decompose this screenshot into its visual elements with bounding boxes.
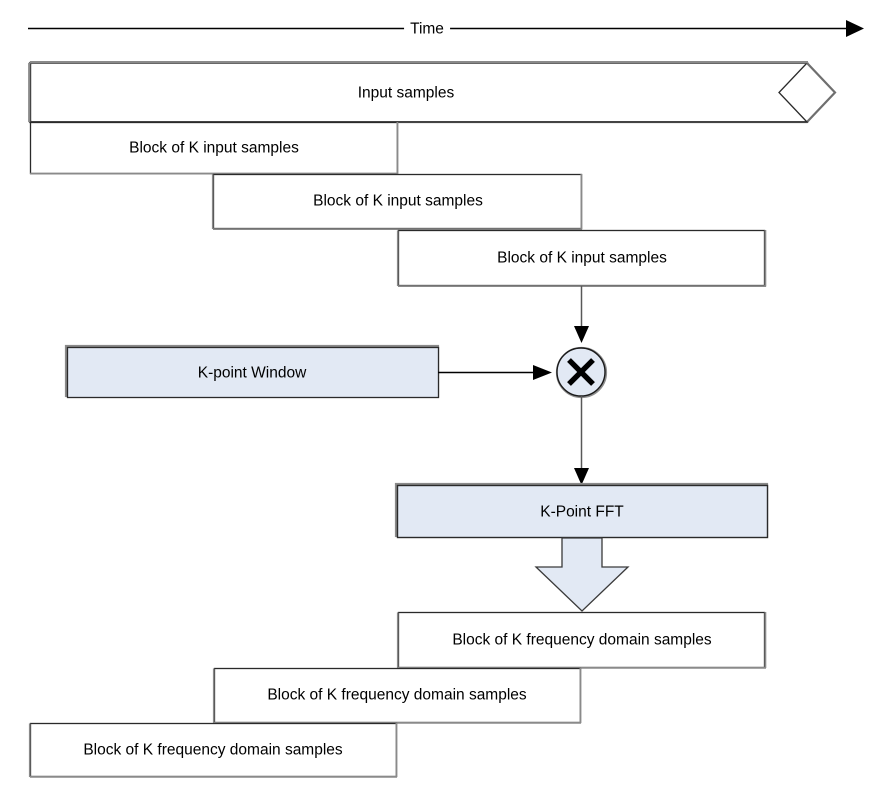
output-block-2-shape bbox=[212, 667, 582, 724]
input-block-3-label: Block of K input samples bbox=[497, 249, 667, 267]
output-block-3-label: Block of K frequency domain samples bbox=[83, 741, 343, 759]
edge-block3-to-multiplier bbox=[574, 286, 589, 343]
fft-box-label: K-Point FFT bbox=[540, 503, 624, 521]
output-block-3-shape bbox=[28, 722, 398, 778]
fft-box-shape bbox=[394, 482, 769, 539]
time-axis-label: Time bbox=[404, 21, 450, 37]
input-stream-shape bbox=[28, 61, 837, 124]
input-block-2-label: Block of K input samples bbox=[313, 192, 483, 210]
output-block-1-label: Block of K frequency domain samples bbox=[452, 631, 712, 649]
window-box-rect bbox=[66, 346, 440, 399]
multiplier-node-shape bbox=[555, 346, 608, 399]
edge-fft-to-output-block-arrow bbox=[534, 537, 630, 612]
fft-box-rect bbox=[396, 484, 769, 539]
multiply-icon-stroke-b bbox=[567, 358, 595, 386]
output-block-3-rect bbox=[29, 722, 398, 778]
input-block-3-rect bbox=[397, 229, 766, 287]
output-block-1-rect bbox=[397, 611, 766, 669]
edge-multiplier-arrow-icon bbox=[574, 468, 589, 485]
edge-window-to-multiplier bbox=[438, 365, 552, 380]
input-block-1-label: Block of K input samples bbox=[129, 139, 299, 157]
time-axis-arrow-icon bbox=[846, 20, 864, 37]
output-block-2-label: Block of K frequency domain samples bbox=[267, 686, 527, 704]
time-axis bbox=[28, 20, 864, 37]
input-stream-fill bbox=[32, 64, 807, 121]
input-block-2-shape bbox=[211, 173, 583, 231]
edge-window-arrow-icon bbox=[533, 365, 552, 380]
input-stream-label: Input samples bbox=[357, 84, 455, 102]
edge-block3-arrow-icon bbox=[574, 326, 589, 343]
output-block-1-shape bbox=[396, 611, 767, 669]
block-arrow-icon bbox=[534, 537, 630, 612]
window-box-shape bbox=[64, 344, 440, 399]
edge-multiplier-to-fft bbox=[574, 396, 589, 485]
window-box-label: K-point Window bbox=[197, 364, 307, 382]
input-block-1-shape bbox=[29, 121, 399, 175]
